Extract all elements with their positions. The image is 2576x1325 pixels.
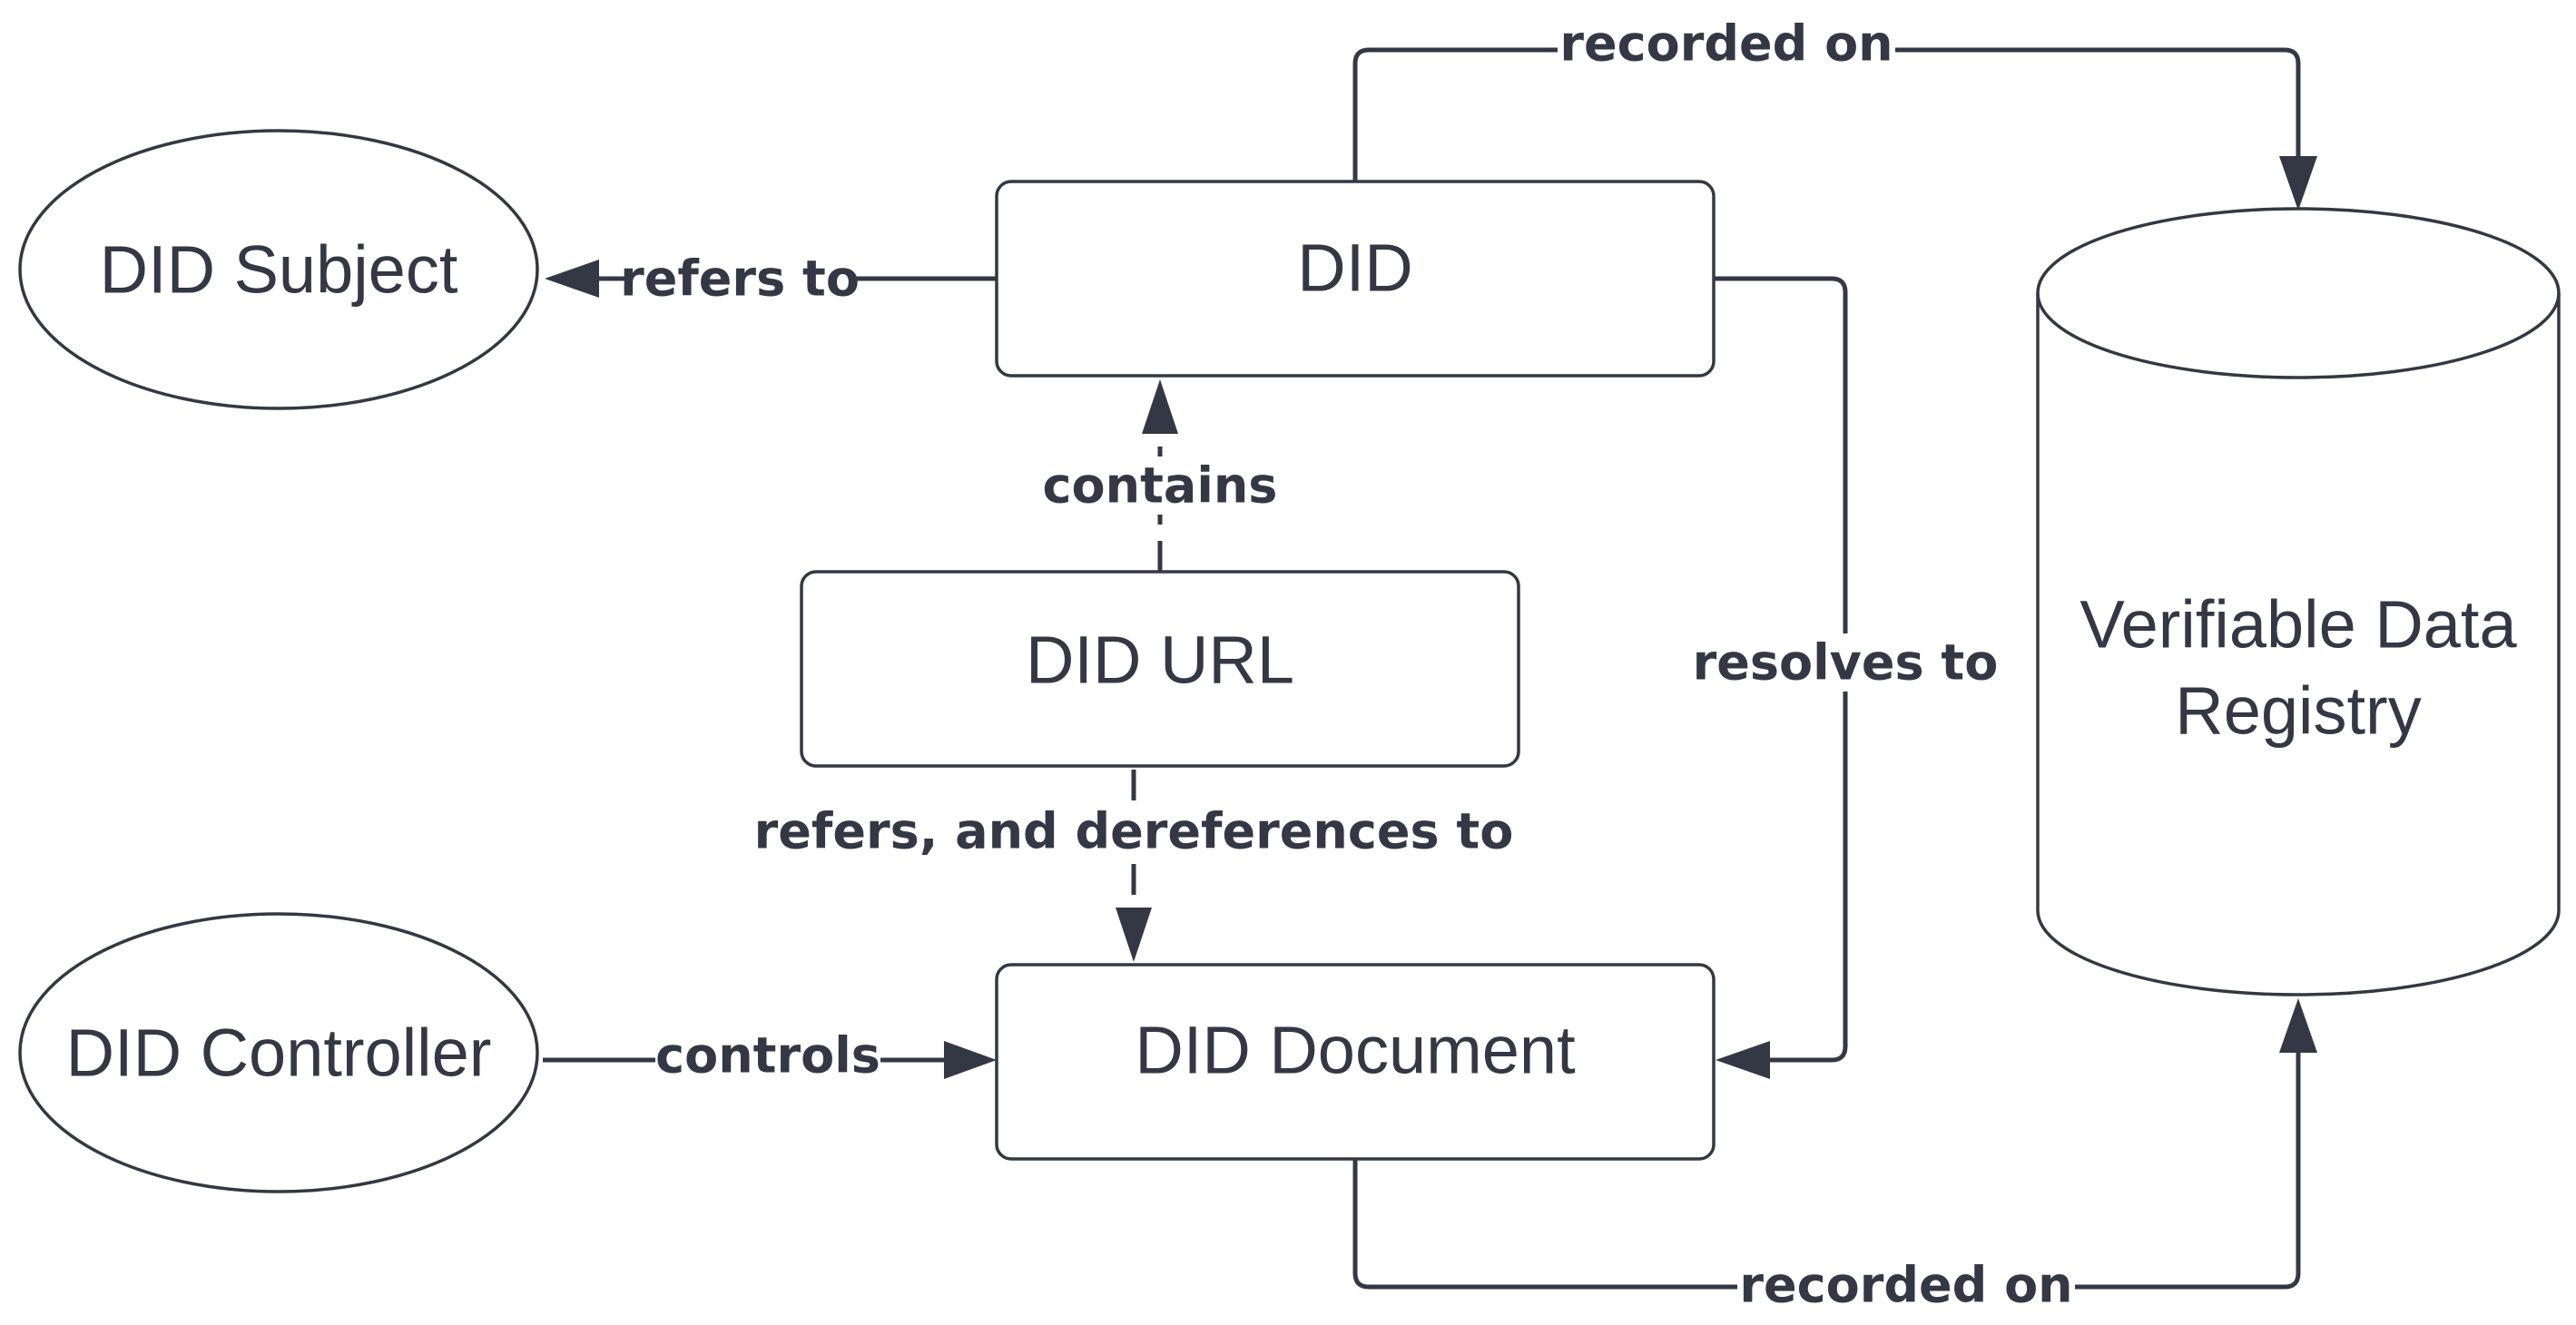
controls-label: controls (655, 1027, 880, 1085)
refers-and-dereferences-label: refers, and dereferences to (754, 803, 1514, 860)
node-did-document: DID Document (995, 963, 1716, 1161)
did-url-label: DID URL (1026, 623, 1294, 698)
node-did-controller: DID Controller (18, 912, 539, 1193)
registry-label-line2: Registry (2175, 673, 2421, 749)
label-controls: controls (655, 1026, 880, 1085)
did-document-label: DID Document (1135, 1013, 1576, 1088)
arrowhead-recorded-on-top (2279, 156, 2317, 211)
label-refers-and-dereferences: refers, and dereferences to (754, 802, 1514, 860)
refers-to-label: refers to (620, 250, 860, 308)
recorded-on-top-label: recorded on (1559, 15, 1893, 73)
node-did: DID (995, 180, 1716, 378)
registry-label-line1: Verifiable Data (2079, 587, 2517, 662)
arrowhead-controls (944, 1041, 997, 1079)
arrowhead-recorded-on-bottom (2279, 998, 2317, 1053)
node-did-url: DID URL (800, 570, 1520, 768)
label-resolves-to: resolves to (1692, 633, 1999, 692)
did-label: DID (1297, 231, 1412, 306)
arrowhead-refers-and-dereferences (1116, 908, 1152, 962)
node-did-subject: DID Subject (18, 129, 539, 410)
did-subject-label: DID Subject (100, 232, 458, 308)
arrowhead-contains (1142, 379, 1178, 434)
node-verifiable-data-registry: Verifiable Data Registry (2036, 207, 2561, 996)
label-refers-to: refers to (620, 250, 860, 308)
arrowhead-resolves-to (1716, 1041, 1770, 1079)
arrowhead-refers-to (545, 260, 599, 298)
recorded-on-bottom-label: recorded on (1739, 1257, 2072, 1314)
edge-refers-and-dereferences (1116, 770, 1152, 962)
resolves-to-label: resolves to (1693, 634, 1999, 692)
contains-label: contains (1043, 457, 1278, 515)
label-contains: contains (1035, 456, 1284, 515)
label-recorded-on-bottom: recorded on (1737, 1257, 2075, 1325)
label-recorded-on-top: recorded on (1558, 14, 1895, 81)
did-controller-label: DID Controller (66, 1016, 492, 1091)
